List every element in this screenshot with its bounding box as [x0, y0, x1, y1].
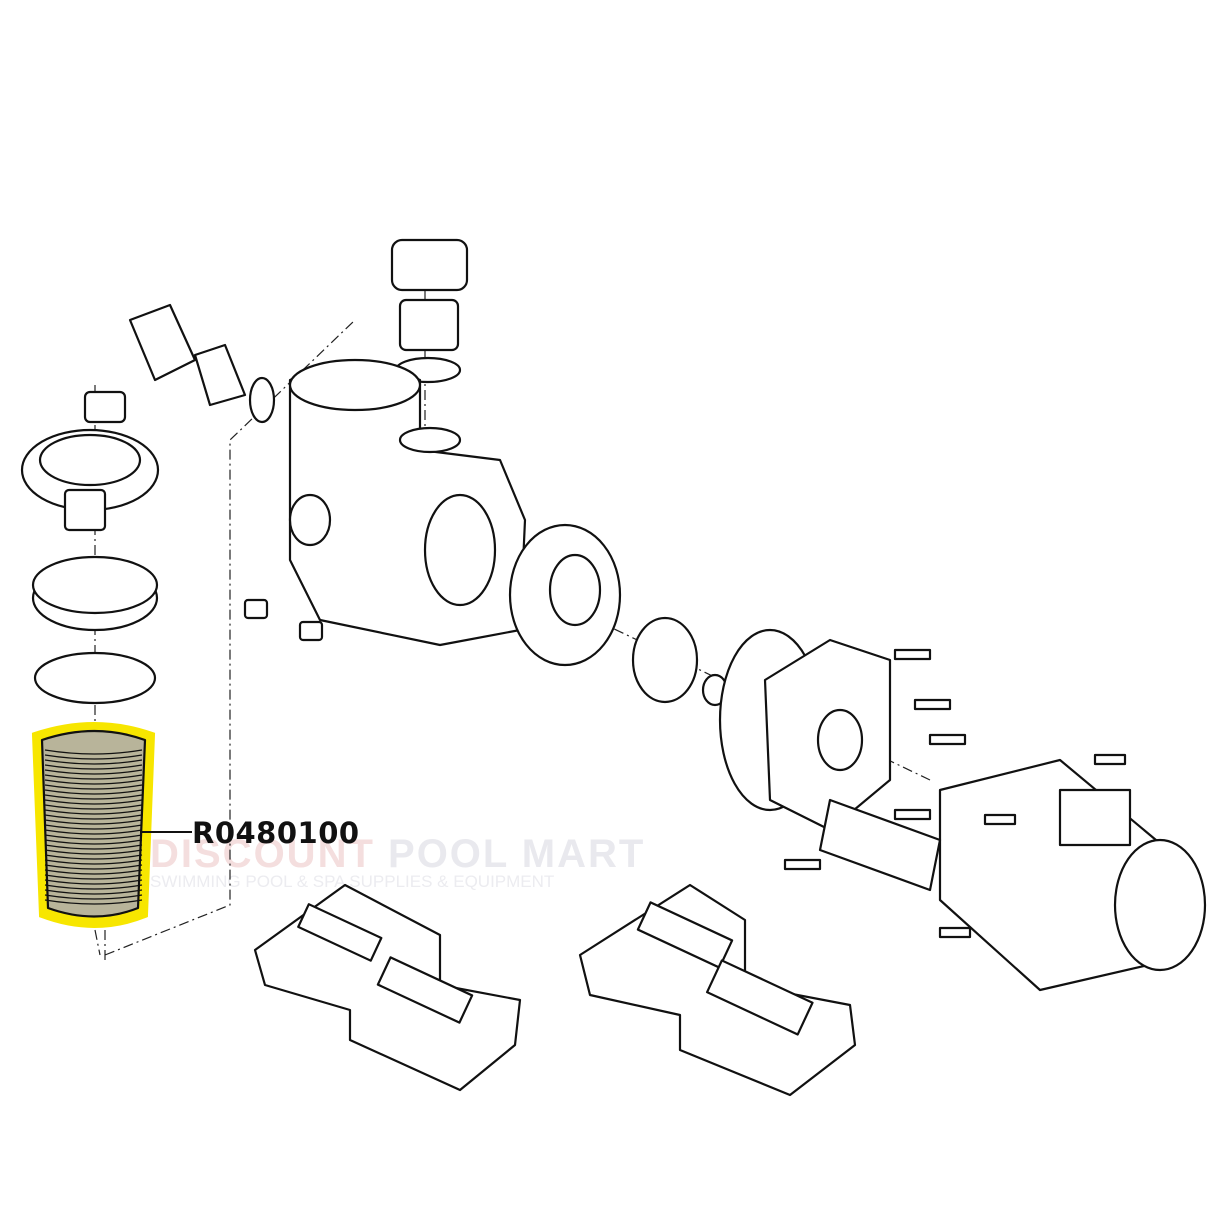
basket-rib	[44, 774, 143, 780]
basket-rib	[44, 804, 143, 810]
basket-rib	[44, 844, 143, 850]
basket-rib	[44, 834, 143, 840]
basket-rib	[44, 799, 143, 805]
basket-rib	[44, 899, 143, 905]
basket-rib	[44, 859, 143, 865]
basket-rib	[44, 784, 143, 790]
basket-rib	[44, 889, 143, 895]
lid-o-ring[interactable]	[33, 651, 157, 705]
basket-rib	[44, 789, 143, 795]
drain-plugs[interactable]	[243, 598, 324, 642]
diffuser[interactable]	[508, 523, 622, 667]
bolts[interactable]	[783, 648, 1127, 939]
basket-rib	[44, 819, 143, 825]
watermark-brand-part1: DISCOUNT	[150, 832, 375, 876]
basket-rib	[44, 884, 143, 890]
basket-rib	[44, 749, 143, 755]
watermark-tagline: SWIMMING POOL & SPA SUPPLIES & EQUIPMENT	[150, 872, 555, 891]
basket-rib	[44, 839, 143, 845]
basket-rib	[44, 849, 143, 855]
watermark-brand: DISCOUNT POOL MART	[150, 832, 645, 877]
basket-rib	[44, 879, 143, 885]
basket-rib	[44, 869, 143, 875]
basket-rib	[44, 779, 143, 785]
suction-union[interactable]	[128, 303, 276, 424]
pump-base-1[interactable]	[253, 883, 522, 1092]
discharge-union[interactable]	[390, 238, 469, 384]
strainer-lid[interactable]	[31, 555, 159, 632]
basket-rib	[44, 864, 143, 870]
pump-housing[interactable]	[288, 358, 527, 647]
seal-plate[interactable]	[718, 628, 892, 832]
basket-rib	[44, 794, 143, 800]
impeller[interactable]	[631, 616, 699, 704]
basket-rib	[44, 759, 143, 765]
basket-rib	[44, 769, 143, 775]
part-number-label: R0480100	[192, 816, 360, 850]
basket-rib	[44, 809, 143, 815]
basket-rib	[44, 854, 143, 860]
strainer-basket-highlighted[interactable]	[31, 722, 156, 928]
basket-rib	[44, 764, 143, 770]
lid-lock-ring[interactable]	[20, 390, 160, 532]
basket-rib	[44, 894, 143, 900]
basket-rib	[44, 829, 143, 835]
motor[interactable]	[818, 758, 1207, 992]
basket-rib	[44, 754, 143, 760]
basket-rib	[44, 814, 143, 820]
watermark-brand-part2: POOL MART	[388, 832, 646, 876]
basket-rib	[44, 824, 143, 830]
pump-base-2[interactable]	[578, 883, 857, 1097]
basket-rib	[44, 874, 143, 880]
